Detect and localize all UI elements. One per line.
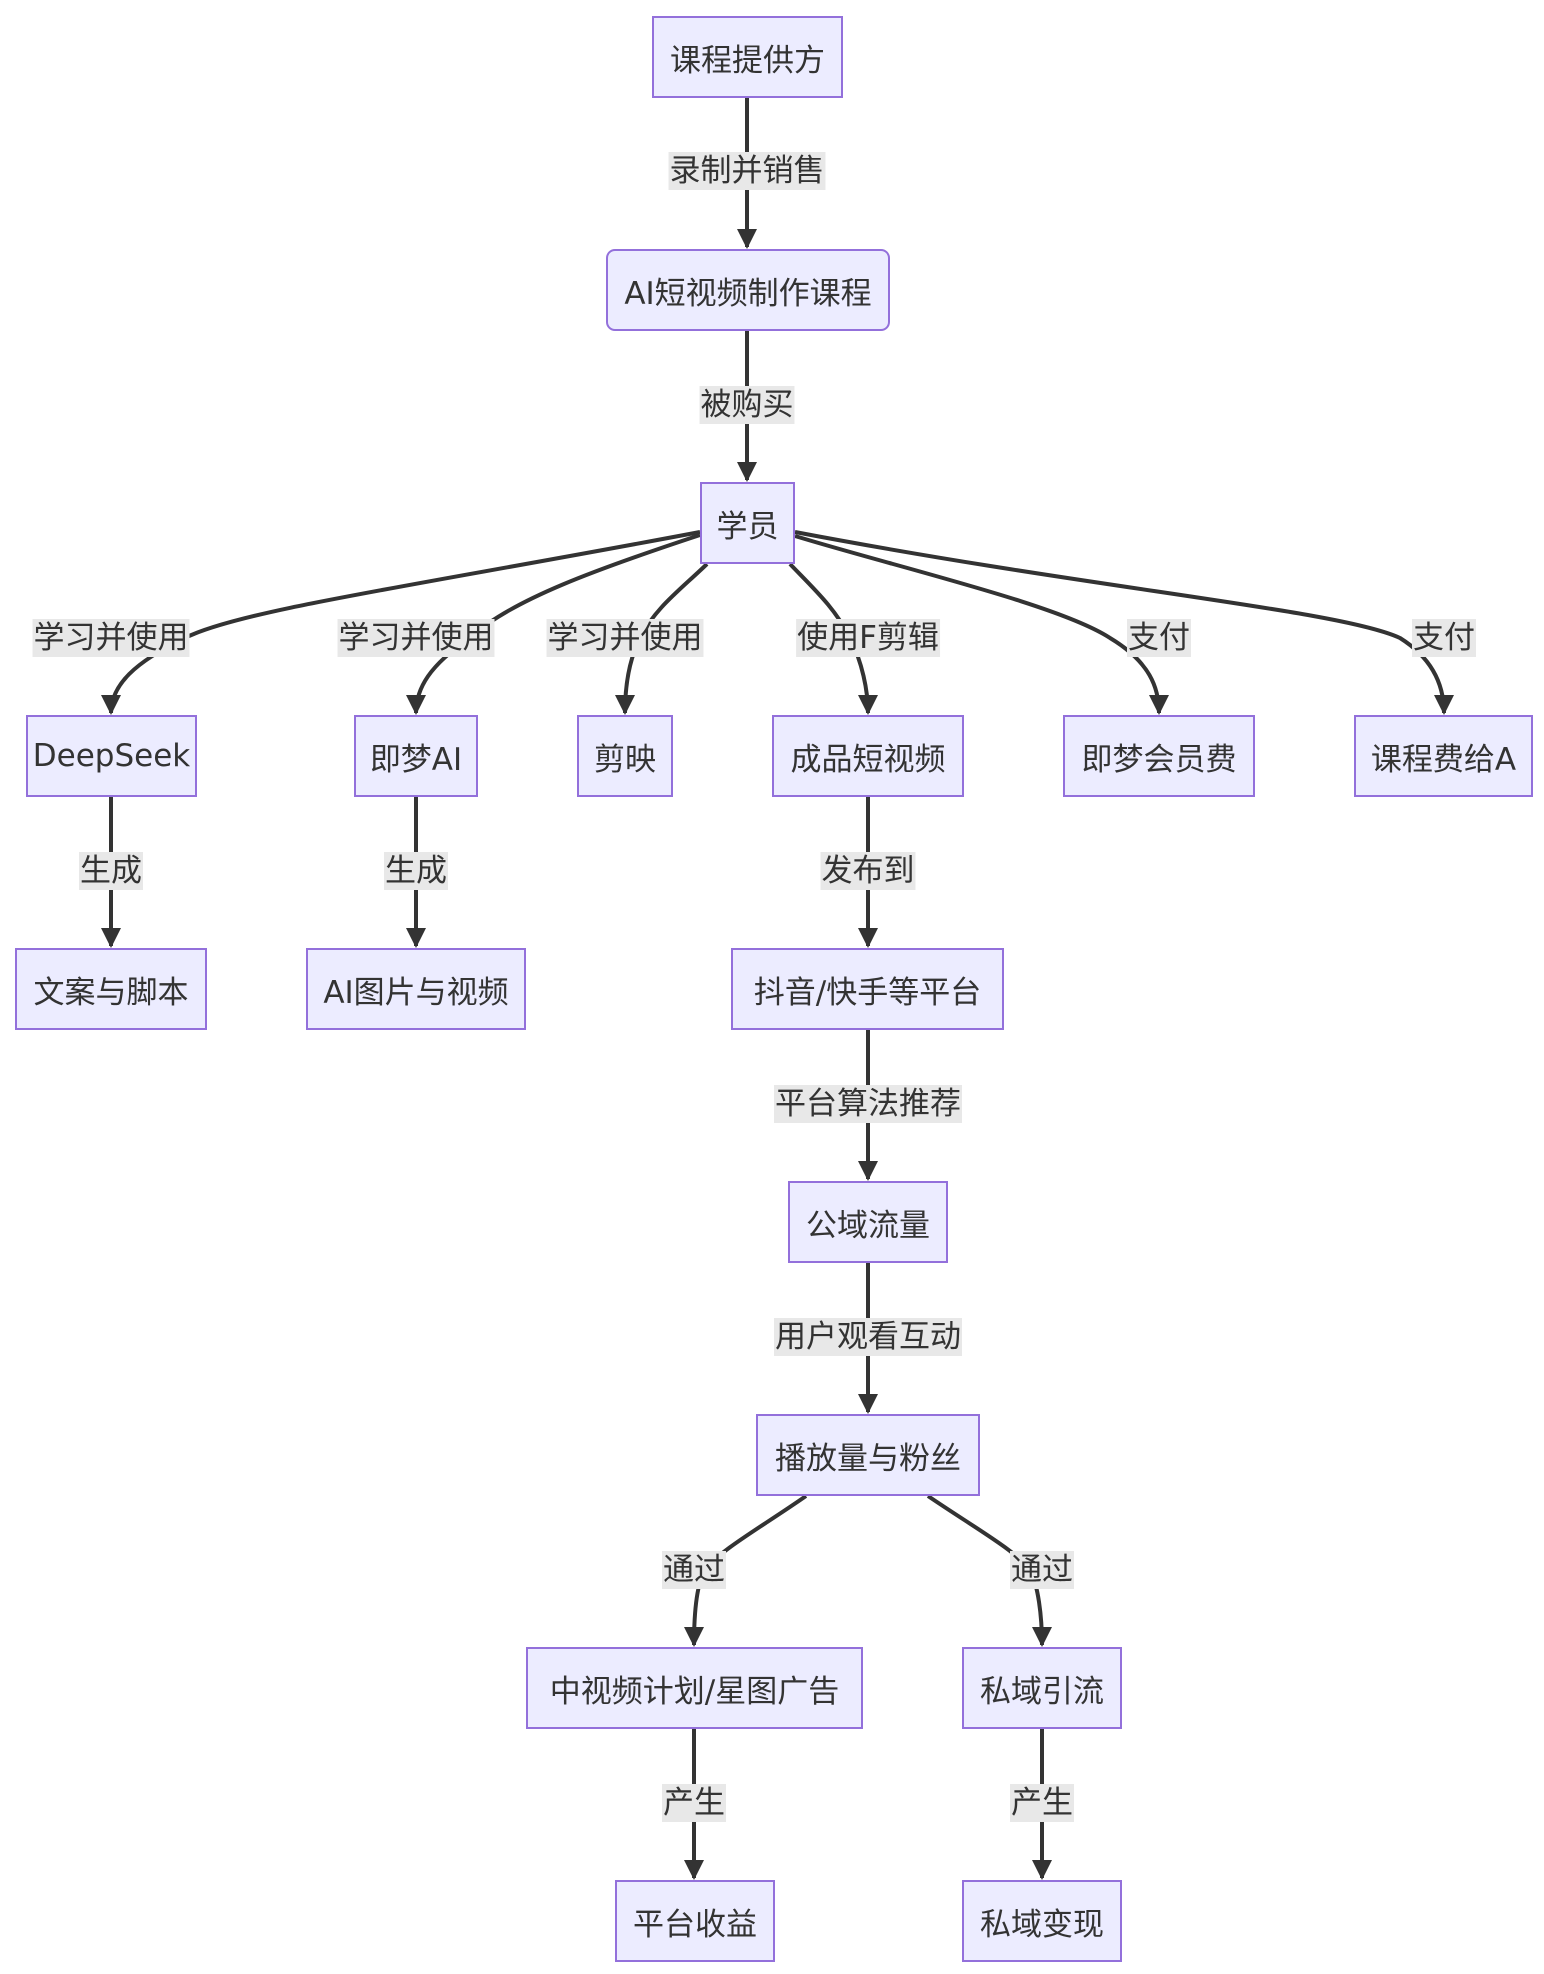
node-monetize: 私域变现: [962, 1880, 1122, 1962]
node-ai-media: AI图片与视频: [306, 948, 526, 1030]
node-course-fee: 课程费给A: [1354, 715, 1533, 797]
node-provider: 课程提供方: [652, 16, 843, 98]
node-jianying: 剪映: [577, 715, 673, 797]
edge-label: 生成: [384, 852, 448, 890]
node-label: 即梦AI: [369, 741, 463, 778]
edge-label: 支付: [1127, 619, 1191, 657]
node-course: AI短视频制作课程: [606, 249, 890, 331]
edge-label: 通过: [662, 1551, 726, 1589]
edge-label: 产生: [1010, 1784, 1074, 1822]
edge-label: 学习并使用: [337, 619, 495, 657]
node-revenue: 平台收益: [615, 1880, 775, 1962]
node-label: 文案与脚本: [33, 974, 189, 1011]
node-label: 公域流量: [806, 1207, 930, 1244]
node-label: 剪映: [594, 741, 656, 778]
edge-student-to-jimeng_fee: [794, 534, 1169, 715]
node-jimeng-fee: 即梦会员费: [1063, 715, 1255, 797]
node-label: 抖音/快手等平台: [753, 974, 982, 1011]
node-video: 成品短视频: [772, 715, 964, 797]
node-label: AI图片与视频: [323, 974, 509, 1011]
edge-label: 生成: [79, 852, 143, 890]
node-label: 私域变现: [980, 1906, 1104, 1943]
node-label: 中视频计划/星图广告: [549, 1673, 840, 1710]
node-script: 文案与脚本: [15, 948, 207, 1030]
edge-label: 平台算法推荐: [774, 1085, 962, 1123]
node-traffic: 公域流量: [788, 1181, 948, 1263]
edge-label: 学习并使用: [546, 619, 704, 657]
node-label: 私域引流: [980, 1673, 1104, 1710]
node-label: AI短视频制作课程: [624, 275, 872, 312]
edge-student-to-course_fee: [794, 530, 1454, 715]
edge-label: 发布到: [820, 852, 916, 890]
edge-label: 产生: [662, 1784, 726, 1822]
edge-label: 支付: [1412, 619, 1476, 657]
node-label: 即梦会员费: [1081, 741, 1237, 778]
edge-label: 通过: [1010, 1551, 1074, 1589]
node-deepseek: DeepSeek: [26, 715, 197, 797]
node-label: 平台收益: [633, 1906, 757, 1943]
node-platforms: 抖音/快手等平台: [731, 948, 1004, 1030]
node-label: DeepSeek: [32, 738, 191, 774]
edge-student-to-deepseek: [101, 530, 701, 715]
edge-label: 被购买: [699, 386, 795, 424]
node-ads: 中视频计划/星图广告: [526, 1647, 863, 1729]
node-label: 课程费给A: [1370, 741, 1517, 778]
node-student: 学员: [700, 482, 795, 564]
node-label: 播放量与粉丝: [775, 1440, 961, 1477]
node-label: 学员: [716, 508, 779, 545]
edge-label: 学习并使用: [32, 619, 190, 657]
node-label: 课程提供方: [670, 42, 825, 79]
edge-label: 使用F剪辑: [796, 619, 940, 657]
node-jimeng: 即梦AI: [354, 715, 478, 797]
node-label: 成品短视频: [790, 741, 946, 778]
node-private: 私域引流: [962, 1647, 1122, 1729]
edge-label: 用户观看互动: [774, 1318, 962, 1356]
node-fans: 播放量与粉丝: [756, 1414, 980, 1496]
edge-label: 录制并销售: [668, 152, 826, 190]
